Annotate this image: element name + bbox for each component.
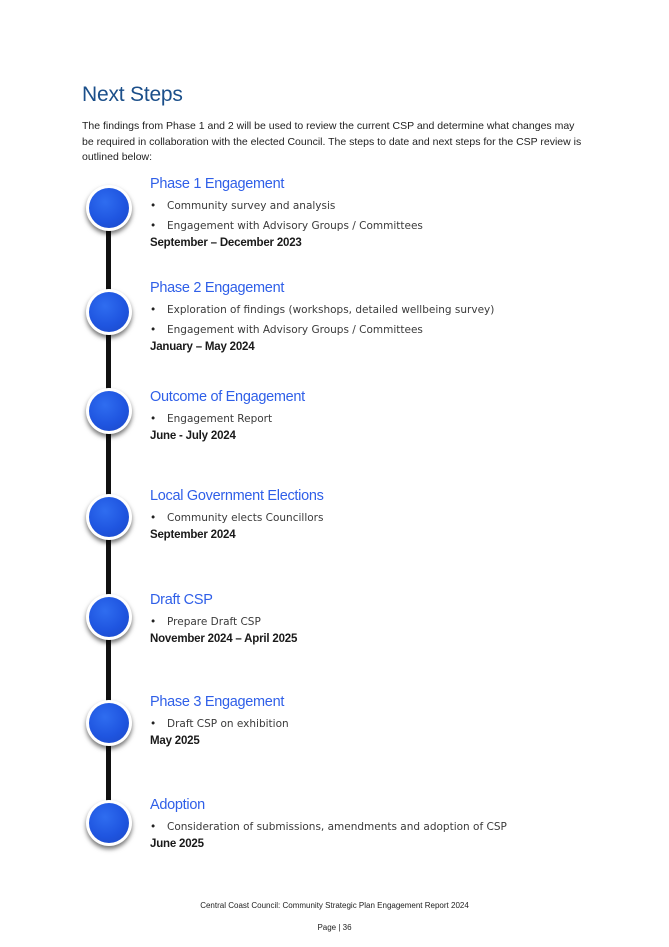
timeline-node-6 (86, 700, 132, 746)
timeline-connector (106, 230, 111, 300)
page-heading: Next Steps (82, 83, 183, 106)
step-bullet-item: Engagement Report (150, 409, 305, 429)
step-title: Phase 3 Engagement (150, 694, 285, 710)
step-date: September – December 2023 (150, 237, 302, 249)
step-date: September 2024 (150, 529, 236, 541)
timeline-connector (106, 740, 111, 805)
timeline-step: Phase 1 Engagement Community survey and … (150, 176, 423, 249)
step-bullets: Draft CSP on exhibition (150, 714, 289, 734)
timeline-node-2 (86, 289, 132, 335)
step-title: Outcome of Engagement (150, 389, 305, 405)
step-date: May 2025 (150, 735, 200, 747)
timeline-node-3 (86, 388, 132, 434)
step-bullets: Consideration of submissions, amendments… (150, 817, 507, 837)
step-bullet-item: Community elects Councillors (150, 508, 324, 528)
step-bullets: Engagement Report (150, 409, 305, 429)
step-bullet-item: Consideration of submissions, amendments… (150, 817, 507, 837)
step-date: November 2024 – April 2025 (150, 633, 298, 645)
step-date: January – May 2024 (150, 341, 255, 353)
intro-paragraph: The findings from Phase 1 and 2 will be … (82, 120, 582, 163)
step-bullets: Community survey and analysis Engagement… (150, 196, 423, 236)
step-bullet-item: Community survey and analysis (150, 196, 423, 216)
step-title: Phase 2 Engagement (150, 280, 285, 296)
footer-title: Central Coast Council: Community Strateg… (200, 901, 469, 910)
timeline-connector (106, 534, 111, 602)
step-title: Draft CSP (150, 592, 213, 608)
timeline-node-5 (86, 594, 132, 640)
timeline-step: Outcome of Engagement Engagement Report … (150, 389, 305, 442)
step-bullet-item: Engagement with Advisory Groups / Commit… (150, 320, 494, 340)
timeline-step: Draft CSP Prepare Draft CSP November 202… (150, 592, 297, 645)
timeline-node-7 (86, 800, 132, 846)
timeline-node-4 (86, 494, 132, 540)
timeline-node-1 (86, 185, 132, 231)
step-bullets: Prepare Draft CSP (150, 612, 297, 632)
step-date: June - July 2024 (150, 430, 236, 442)
page-number: Page | 36 (317, 923, 352, 932)
step-bullet-item: Draft CSP on exhibition (150, 714, 289, 734)
step-bullets: Exploration of findings (workshops, deta… (150, 300, 494, 340)
step-bullet-item: Exploration of findings (workshops, deta… (150, 300, 494, 320)
timeline-step: Phase 3 Engagement Draft CSP on exhibiti… (150, 694, 289, 747)
timeline-connector (106, 334, 111, 394)
timeline-step: Local Government Elections Community ele… (150, 488, 324, 541)
step-bullets: Community elects Councillors (150, 508, 324, 528)
step-title: Local Government Elections (150, 488, 324, 504)
step-date: June 2025 (150, 838, 204, 850)
step-bullet-item: Prepare Draft CSP (150, 612, 297, 632)
timeline-step: Phase 2 Engagement Exploration of findin… (150, 280, 494, 353)
timeline-step: Adoption Consideration of submissions, a… (150, 797, 507, 850)
step-bullet-item: Engagement with Advisory Groups / Commit… (150, 216, 423, 236)
timeline-connector (106, 636, 111, 706)
timeline-connector (106, 428, 111, 500)
step-title: Phase 1 Engagement (150, 176, 285, 192)
step-title: Adoption (150, 797, 205, 813)
